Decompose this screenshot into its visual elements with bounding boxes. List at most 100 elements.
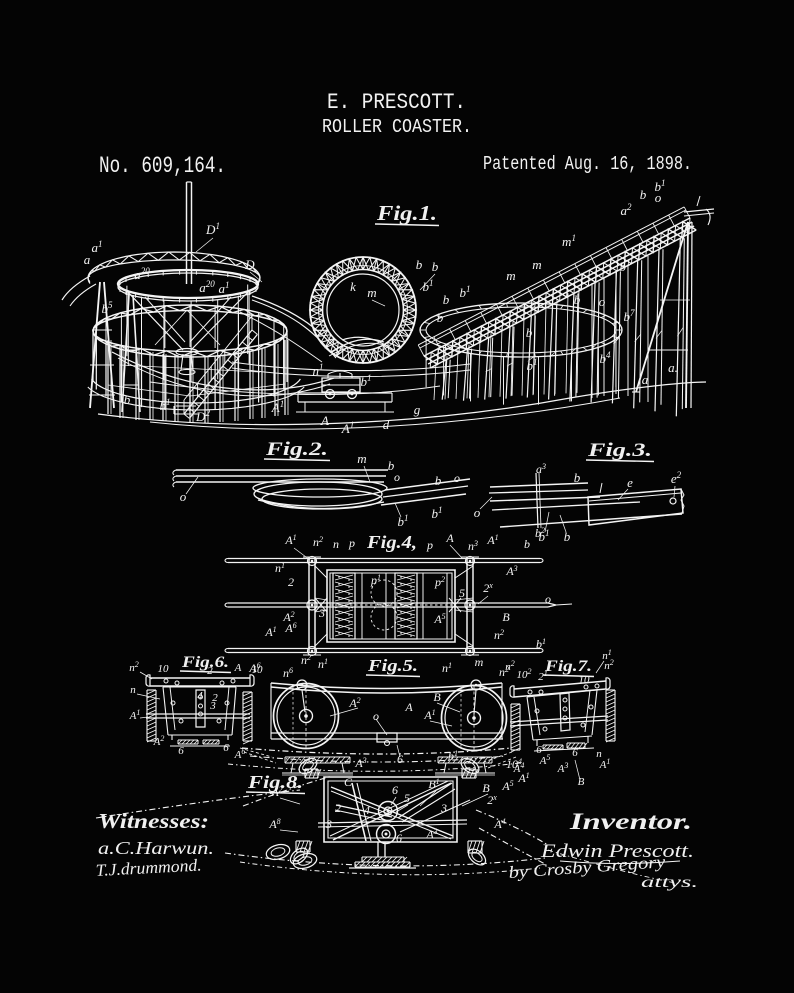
svg-text:E. PRESCOTT.: E. PRESCOTT.	[327, 89, 466, 115]
svg-text:m: m	[475, 655, 484, 669]
svg-text:A5: A5	[539, 753, 551, 767]
svg-text:p: p	[426, 538, 433, 552]
svg-text:n2: n2	[313, 535, 323, 549]
svg-text:6: 6	[223, 742, 229, 754]
svg-text:e2: e2	[671, 470, 682, 486]
svg-text:b5: b5	[102, 300, 114, 316]
svg-text:b1: b1	[398, 513, 409, 529]
svg-text:m: m	[532, 257, 541, 272]
svg-text:n2: n2	[505, 659, 515, 673]
svg-text:A: A	[234, 662, 242, 674]
svg-text:n: n	[333, 537, 339, 551]
svg-text:A3: A3	[557, 761, 569, 775]
svg-text:o: o	[474, 505, 481, 520]
svg-text:A6: A6	[234, 747, 246, 761]
svg-text:n1: n1	[442, 661, 452, 675]
svg-text:5: 5	[404, 791, 410, 805]
svg-text:b: b	[564, 529, 571, 544]
svg-text:n1: n1	[313, 362, 324, 378]
svg-text:6: 6	[572, 747, 578, 759]
svg-text:p: p	[348, 536, 355, 550]
svg-text:10: 10	[158, 663, 170, 675]
svg-text:b: b	[524, 537, 530, 551]
svg-text:2: 2	[212, 692, 218, 704]
svg-text:Inventor.: Inventor.	[569, 809, 692, 834]
svg-text:A: A	[320, 413, 329, 428]
svg-text:6: 6	[397, 752, 403, 766]
svg-text:n: n	[596, 748, 602, 760]
svg-text:a: a	[84, 252, 91, 267]
svg-text:n2: n2	[499, 665, 509, 679]
svg-text:b2: b2	[535, 526, 545, 540]
svg-text:2: 2	[207, 665, 213, 677]
svg-text:Fig.7.: Fig.7.	[544, 658, 592, 675]
svg-text:a2: a2	[621, 202, 633, 218]
svg-text:b1: b1	[423, 278, 434, 294]
svg-text:m: m	[357, 451, 366, 466]
svg-text:b: b	[574, 292, 581, 307]
svg-text:a1: a1	[219, 280, 230, 296]
svg-text:b: b	[124, 392, 131, 407]
svg-text:Edwin Prescott.: Edwin Prescott.	[540, 841, 694, 862]
svg-text:B: B	[482, 781, 490, 795]
svg-text:A: A	[445, 531, 454, 545]
svg-text:6: 6	[178, 745, 184, 757]
svg-text:d: d	[383, 417, 390, 432]
svg-text:Fig.3.: Fig.3.	[587, 440, 652, 461]
svg-text:o: o	[655, 190, 662, 205]
svg-text:B: B	[433, 690, 441, 704]
svg-text:Fig.2.: Fig.2.	[265, 439, 328, 460]
svg-text:b1: b1	[620, 258, 631, 274]
svg-text:Fig.4,: Fig.4,	[366, 532, 417, 552]
svg-text:b1: b1	[527, 357, 538, 373]
svg-text:B: B	[578, 776, 585, 788]
svg-text:n1: n1	[602, 648, 612, 662]
svg-text:A2: A2	[153, 734, 165, 748]
svg-text:n2: n2	[129, 660, 139, 674]
svg-text:a: a	[642, 372, 649, 387]
svg-text:b7: b7	[624, 308, 636, 324]
svg-text:10: 10	[579, 674, 591, 686]
svg-text:2: 2	[335, 801, 341, 815]
svg-text:b1: b1	[448, 749, 458, 763]
svg-text:o: o	[394, 470, 400, 484]
svg-text:b: b	[432, 259, 439, 274]
svg-text:k: k	[350, 279, 356, 294]
svg-text:n2: n2	[494, 628, 504, 642]
svg-text:Witnesses:: Witnesses:	[98, 809, 209, 833]
svg-text:n2: n2	[604, 658, 614, 672]
svg-text:3: 3	[440, 801, 447, 815]
svg-text:e: e	[627, 475, 633, 490]
svg-text:a.: a.	[668, 360, 678, 375]
svg-text:b1: b1	[432, 505, 443, 521]
svg-text:ROLLER COASTER.: ROLLER COASTER.	[322, 116, 472, 138]
svg-text:a1: a1	[92, 239, 103, 255]
svg-text:C: C	[344, 775, 353, 789]
svg-text:4: 4	[197, 690, 203, 702]
svg-text:b: b	[437, 310, 444, 325]
svg-text:b1: b1	[361, 373, 372, 389]
svg-text:A1: A1	[599, 757, 611, 771]
svg-text:b: b	[388, 458, 395, 473]
svg-text:2x: 2x	[483, 581, 493, 595]
svg-text:Fig.1.: Fig.1.	[376, 201, 437, 225]
svg-text:n2: n2	[301, 653, 311, 667]
svg-text:2: 2	[288, 575, 294, 589]
svg-text:o: o	[545, 592, 551, 606]
svg-text:p1: p1	[370, 573, 381, 587]
svg-text:Fig.5.: Fig.5.	[367, 656, 418, 675]
svg-text:m: m	[506, 268, 515, 283]
svg-text:n3: n3	[468, 539, 478, 553]
svg-text:o: o	[599, 294, 606, 309]
svg-text:b1: b1	[460, 284, 471, 300]
svg-text:a.C.Harwun.: a.C.Harwun.	[98, 838, 214, 858]
svg-text:n: n	[130, 684, 136, 696]
svg-text:b: b	[416, 257, 423, 272]
svg-text:A1: A1	[129, 708, 141, 722]
svg-text:n6: n6	[283, 666, 293, 680]
svg-text:3: 3	[209, 700, 216, 712]
svg-text:10: 10	[252, 664, 264, 676]
svg-text:b: b	[443, 292, 450, 307]
svg-text:m: m	[367, 285, 376, 300]
svg-text:6: 6	[392, 783, 398, 797]
